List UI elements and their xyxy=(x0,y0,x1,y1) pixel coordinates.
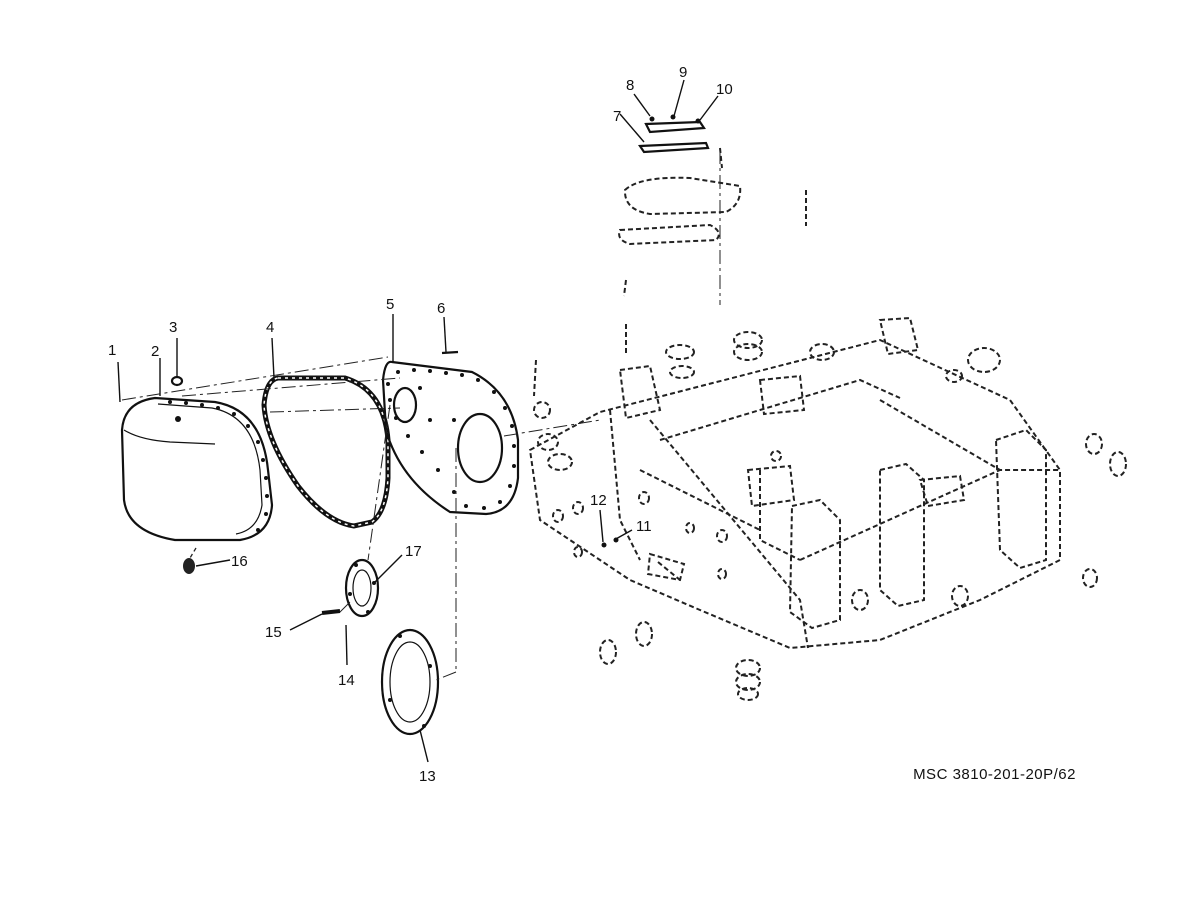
seal-retainer-large xyxy=(380,628,440,736)
cover-gasket xyxy=(261,375,391,529)
drain-plug xyxy=(183,547,197,574)
callout-17: 17 xyxy=(405,543,422,560)
callout-7: 7 xyxy=(613,108,621,125)
callout-3: 3 xyxy=(169,319,177,336)
engine-block-phantom xyxy=(528,147,1127,701)
callout-11: 11 xyxy=(636,518,652,535)
retainer-screw xyxy=(321,609,341,615)
callout-6: 6 xyxy=(437,300,445,317)
plate-bolt xyxy=(441,350,459,355)
callout-9: 9 xyxy=(679,64,687,81)
callout-16: 16 xyxy=(231,553,248,570)
center-lines xyxy=(121,150,721,681)
leader-lines xyxy=(117,79,719,763)
chain-case-cover xyxy=(120,396,274,542)
chain-case-plate xyxy=(381,360,520,516)
callout-4: 4 xyxy=(266,319,274,336)
figure-caption: MSC 3810-201-20P/62 xyxy=(913,766,1076,783)
callout-labels: 1 2 3 4 5 6 7 8 9 10 11 12 13 14 15 16 1… xyxy=(108,64,733,785)
callout-8: 8 xyxy=(626,77,634,94)
callout-5: 5 xyxy=(386,296,394,313)
seal-retainer-small xyxy=(344,558,380,618)
callout-2: 2 xyxy=(151,343,159,360)
callout-14: 14 xyxy=(338,672,355,689)
callout-15: 15 xyxy=(265,624,282,641)
callout-10: 10 xyxy=(716,81,733,98)
cover-bolt xyxy=(170,375,184,387)
callout-12: 12 xyxy=(590,492,607,509)
callout-13: 13 xyxy=(419,768,436,785)
valve-cover-plate xyxy=(638,114,710,154)
callout-1: 1 xyxy=(108,342,116,359)
